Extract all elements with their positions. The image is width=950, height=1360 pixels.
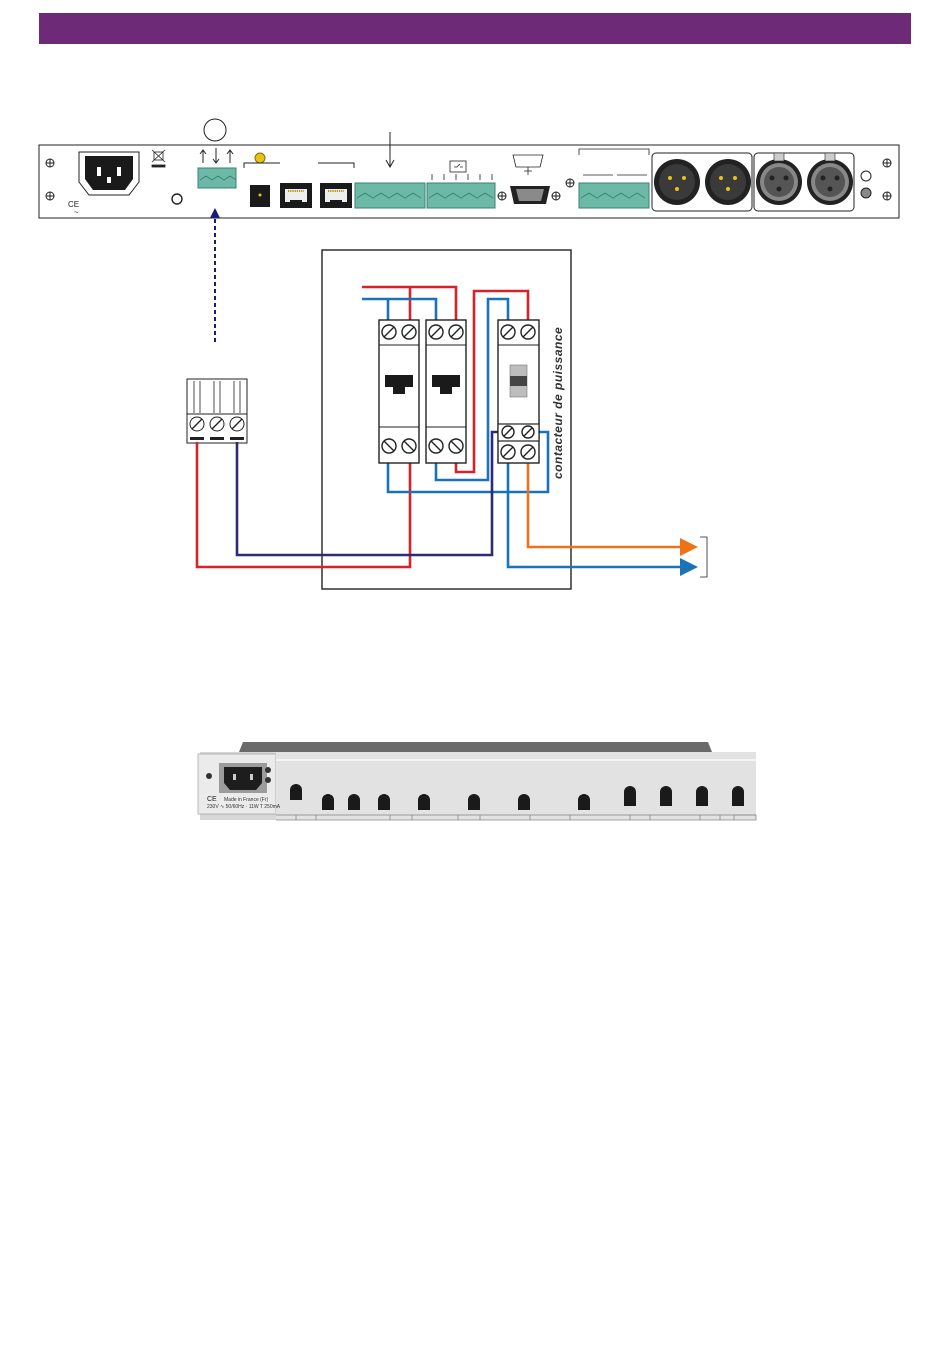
circuit-breaker xyxy=(379,320,419,463)
power-inlet-icon xyxy=(79,152,139,195)
output-arrows xyxy=(680,537,707,577)
ground-screw-icon xyxy=(265,777,271,783)
ground-screw-icon xyxy=(265,767,271,773)
power-contactor xyxy=(498,320,539,463)
terminal-block xyxy=(355,183,425,208)
photo-rating-label: 230V ∿ 50/60Hz · 11W T 250mA xyxy=(207,804,281,810)
device-rear-photo: CE Made in France (Fr) 230V ∿ 50/60Hz · … xyxy=(198,742,756,820)
ground-screw-icon xyxy=(206,773,212,779)
ground-screw-icon xyxy=(861,188,871,198)
circuit-breaker xyxy=(426,320,466,463)
status-led-icon xyxy=(255,153,265,163)
ground-screw-icon xyxy=(861,171,871,181)
ground-screw-icon xyxy=(172,194,182,204)
xlr-male-connector-icon xyxy=(654,159,700,205)
power-inlet-icon xyxy=(219,763,267,793)
rear-panel: CE ~ xyxy=(39,119,899,218)
xlr-male-connector-icon xyxy=(705,159,751,205)
ac-mark: ~ xyxy=(74,208,79,217)
plug-terminal-connector xyxy=(187,379,247,443)
photo-ce-mark: CE xyxy=(207,796,217,803)
rj45-port-icon xyxy=(320,183,352,208)
rj45-port-icon xyxy=(280,183,312,208)
photo-made-in-label: Made in France (Fr) xyxy=(224,797,269,803)
contactor-label: contacteur de puissance xyxy=(551,327,565,479)
